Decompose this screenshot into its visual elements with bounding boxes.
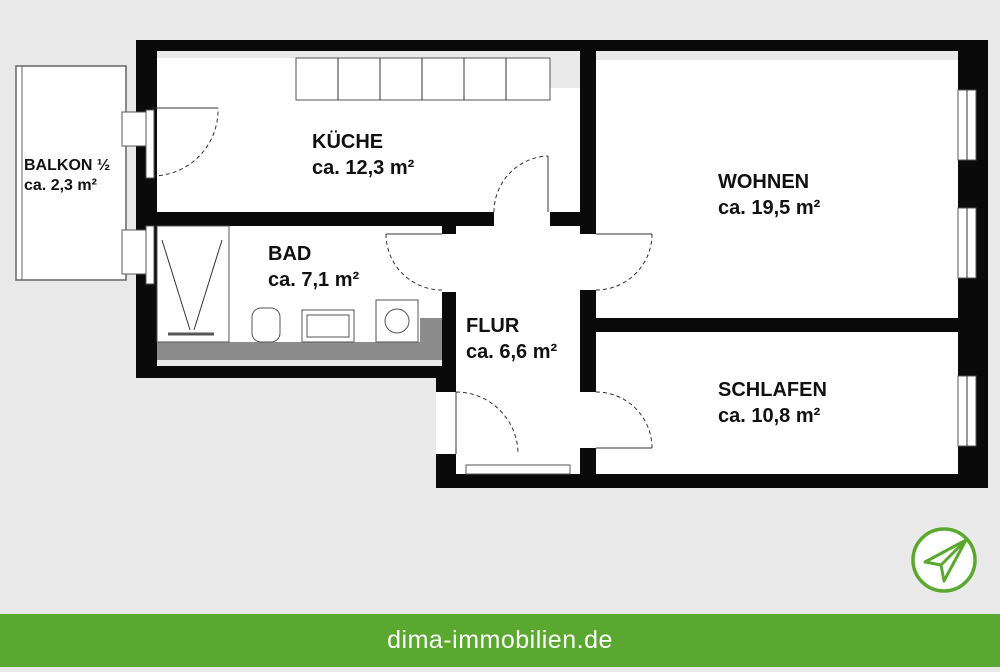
room-flur-area: ca. 6,6 m² <box>466 341 558 363</box>
washing-machine <box>375 299 419 343</box>
footer-website-link[interactable]: dima-immobilien.de <box>387 626 613 654</box>
room-bad-area: ca. 7,1 m² <box>268 269 360 291</box>
footer-bar: dima-immobilien.de <box>0 614 1000 667</box>
room-wohnen-label: WOHNEN ca. 19,5 m² <box>718 171 821 219</box>
room-balkon-label: BALKON ½ ca. 2,3 m² <box>24 157 110 194</box>
room-schlafen-label: SCHLAFEN ca. 10,8 m² <box>718 379 827 427</box>
room-kueche-name: KÜCHE <box>312 130 383 153</box>
room-wohnen-name: WOHNEN <box>718 171 809 193</box>
room-flur-label: FLUR ca. 6,6 m² <box>466 315 558 363</box>
doors <box>151 107 653 455</box>
room-flur-name: FLUR <box>466 315 520 337</box>
room-bad-label: BAD ca. 7,1 m² <box>268 243 360 291</box>
kitchen-counter <box>295 57 551 101</box>
room-wohnen-area: ca. 19,5 m² <box>718 197 821 219</box>
bath-counter <box>157 318 442 360</box>
door-openings <box>436 212 596 454</box>
room-kueche-label: KÜCHE ca. 12,3 m² <box>312 130 415 179</box>
room-schlafen-area: ca. 10,8 m² <box>718 405 821 427</box>
shower <box>156 225 230 343</box>
windows-right <box>957 89 977 447</box>
room-bad-name: BAD <box>268 243 311 265</box>
wardrobe <box>465 464 571 475</box>
room-floors <box>157 58 958 474</box>
room-balkon-area: ca. 2,3 m² <box>24 177 97 194</box>
room-balkon-name: BALKON ½ <box>24 157 110 174</box>
toilet <box>251 307 281 343</box>
room-schlafen-name: SCHLAFEN <box>718 379 827 401</box>
room-kueche-area: ca. 12,3 m² <box>312 157 415 179</box>
paper-plane-logo-icon <box>911 527 977 593</box>
balcony <box>15 65 127 281</box>
windows-left <box>121 109 155 285</box>
sink <box>301 309 355 343</box>
